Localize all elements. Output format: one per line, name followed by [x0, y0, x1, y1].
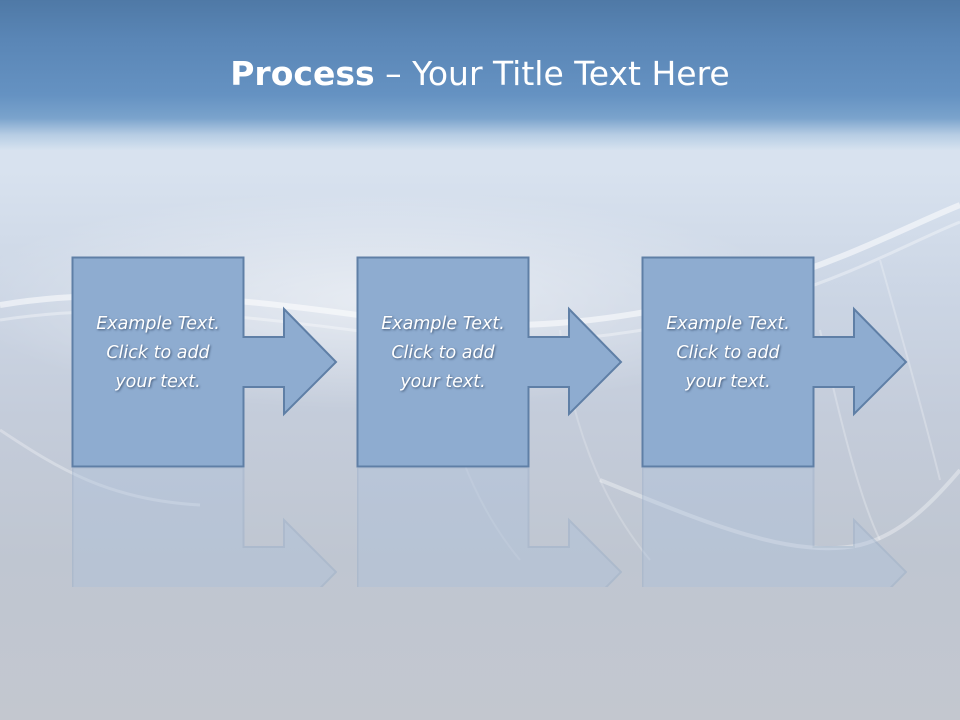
step-text-line1: Example Text. [381, 314, 505, 334]
slide-title[interactable]: Process – Your Title Text Here [0, 50, 960, 98]
arrow-callout-shape [641, 256, 908, 468]
step-text-line1: Example Text. [666, 314, 790, 334]
title-rest: – Your Title Text Here [374, 54, 730, 93]
step-text: Example Text. Click to add your text. [357, 310, 529, 397]
step-reflection [357, 467, 622, 587]
title-strong: Process [230, 54, 375, 93]
process-step-2[interactable]: Example Text. Click to add your text. [356, 256, 623, 587]
step-text-line3: your text. [115, 372, 201, 392]
step-text: Example Text. Click to add your text. [642, 310, 814, 397]
step-text-line2: Click to add [391, 343, 495, 363]
step-text-line2: Click to add [106, 343, 210, 363]
step-text-line1: Example Text. [96, 314, 220, 334]
title-band [0, 0, 960, 150]
arrow-callout-shape [356, 256, 623, 468]
step-reflection [72, 467, 337, 587]
process-step-3[interactable]: Example Text. Click to add your text. [641, 256, 908, 587]
step-text: Example Text. Click to add your text. [72, 310, 244, 397]
step-reflection [642, 467, 907, 587]
arrow-callout-shape [71, 256, 338, 468]
process-step-1[interactable]: Example Text. Click to add your text. [71, 256, 338, 587]
step-text-line3: your text. [685, 372, 771, 392]
step-text-line3: your text. [400, 372, 486, 392]
step-text-line2: Click to add [676, 343, 780, 363]
